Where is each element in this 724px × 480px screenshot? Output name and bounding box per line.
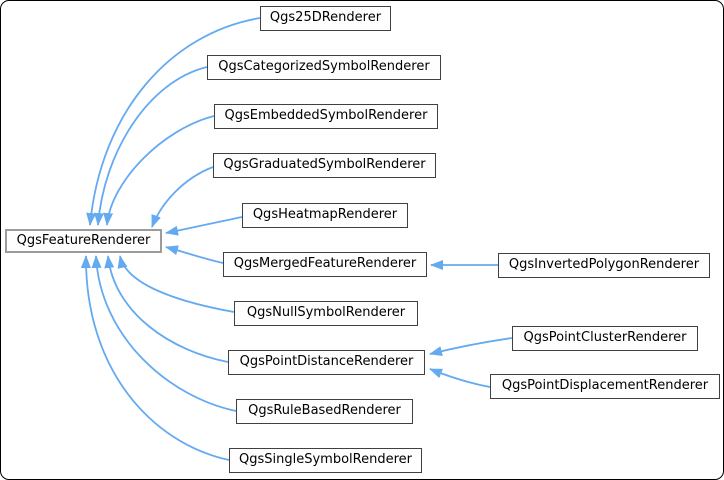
- edge-singlesymbol-to-featurerenderer: [80, 255, 230, 461]
- edge-heatmap-to-featurerenderer: [165, 216, 243, 236]
- edge-rulebased-to-featurerenderer: [91, 255, 237, 412]
- node-qgscategorizedsymbolrenderer[interactable]: QgsCategorizedSymbolRenderer: [207, 55, 441, 80]
- edge-pointdisplacement-to-pointdistance: [429, 368, 491, 388]
- edge-categorized-to-featurerenderer: [93, 66, 208, 226]
- edge-merged-to-featurerenderer: [165, 245, 224, 264]
- edge-graduated-to-featurerenderer: [151, 166, 214, 228]
- node-qgspointdisplacementrenderer[interactable]: QgsPointDisplacementRenderer: [490, 374, 720, 399]
- node-qgsfeaturerenderer[interactable]: QgsFeatureRenderer: [5, 229, 162, 253]
- node-qgsrulebasedrenderer[interactable]: QgsRuleBasedRenderer: [236, 399, 413, 424]
- edge-embedded-to-featurerenderer: [103, 115, 215, 226]
- node-qgsnullsymbolrenderer[interactable]: QgsNullSymbolRenderer: [234, 301, 418, 326]
- node-qgsinvertedpolygonrenderer[interactable]: QgsInvertedPolygonRenderer: [498, 253, 710, 278]
- node-qgsgraduatedsymbolrenderer[interactable]: QgsGraduatedSymbolRenderer: [213, 153, 436, 178]
- edge-pointcluster-to-pointdistance: [429, 337, 513, 356]
- edge-pointdistance-to-featurerenderer: [104, 255, 229, 363]
- node-qgsmergedfeaturerenderer[interactable]: QgsMergedFeatureRenderer: [223, 252, 427, 277]
- node-qgsheatmaprenderer[interactable]: QgsHeatmapRenderer: [242, 203, 408, 228]
- node-qgssinglesymbolrenderer[interactable]: QgsSingleSymbolRenderer: [229, 448, 422, 473]
- node-qgsembeddedsymbolrenderer[interactable]: QgsEmbeddedSymbolRenderer: [214, 104, 438, 129]
- edge-null-to-featurerenderer: [117, 255, 235, 313]
- node-qgspointclusterrenderer[interactable]: QgsPointClusterRenderer: [512, 326, 698, 351]
- node-qgspointdistancerenderer[interactable]: QgsPointDistanceRenderer: [228, 350, 425, 375]
- node-qgs25drenderer[interactable]: Qgs25DRenderer: [260, 6, 391, 31]
